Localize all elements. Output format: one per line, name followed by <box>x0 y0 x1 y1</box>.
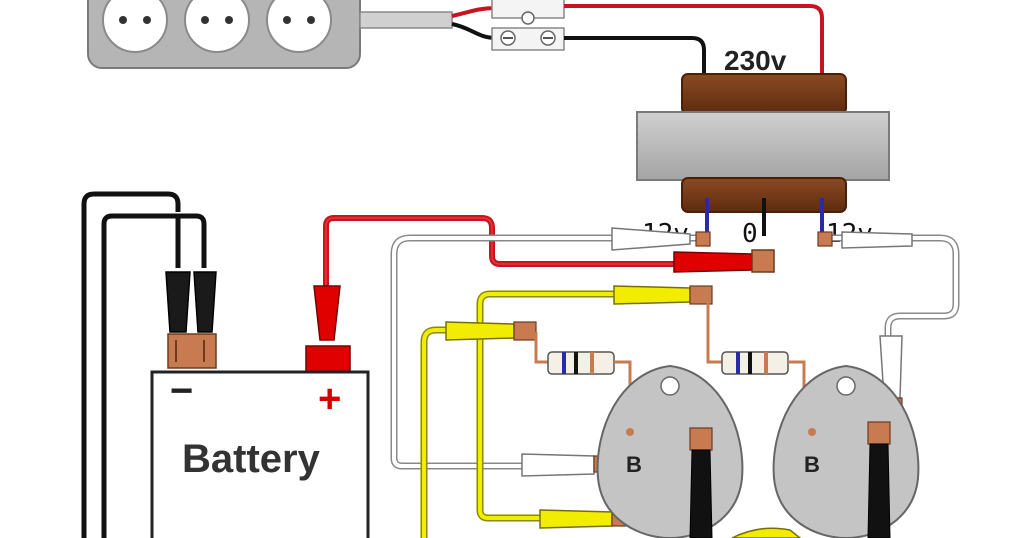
secondary-right-terminal <box>817 231 833 247</box>
battery-positive-symbol: + <box>318 377 341 421</box>
red-clip-center-tap <box>673 249 775 273</box>
secondary-center-tap-label: 0 <box>742 219 758 249</box>
red-clip-battery <box>305 285 351 373</box>
transistor-left: B <box>596 364 744 538</box>
battery-negative-cables <box>81 191 217 538</box>
yellow-wire-inner <box>420 321 537 538</box>
transistor-right-base-label: B <box>804 452 820 477</box>
primary-wire-black <box>564 36 706 80</box>
white-wire-right-secondary <box>832 231 960 419</box>
transformer: 230v <box>636 45 890 236</box>
socket-outlet-3 <box>266 0 332 53</box>
transistor-left-base-label: B <box>626 452 642 477</box>
yellow-wire-outer <box>476 285 713 522</box>
terminal-block <box>491 0 565 51</box>
transistor-right: B <box>772 364 920 538</box>
battery: − + Battery <box>150 369 370 538</box>
battery-positive-wire <box>323 215 690 286</box>
resistor-right <box>706 302 806 430</box>
socket-outlet-1 <box>102 0 168 53</box>
battery-negative-symbol: − <box>170 369 193 413</box>
primary-wire-red <box>564 4 824 80</box>
power-socket-strip <box>87 0 361 69</box>
primary-voltage-label: 230v <box>724 45 787 76</box>
secondary-left-terminal <box>695 231 711 247</box>
battery-label: Battery <box>182 437 321 481</box>
socket-outlet-2 <box>184 0 250 53</box>
transformer-core <box>636 111 890 181</box>
mains-cable <box>359 6 497 40</box>
